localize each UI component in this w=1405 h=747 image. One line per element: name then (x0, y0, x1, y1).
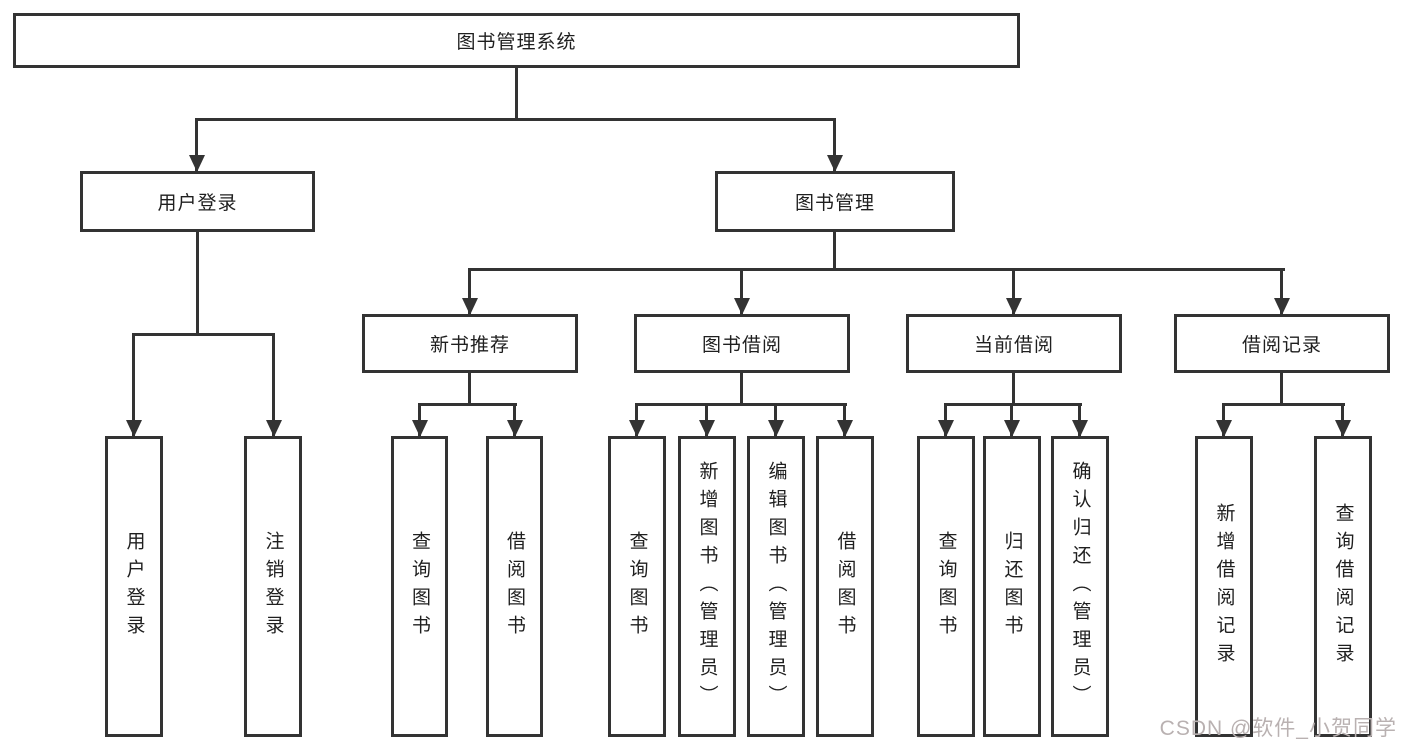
node-confirm-return-admin: 确认归还（管理员） (1051, 436, 1109, 737)
node-borrow-books-recommend: 借阅图书 (486, 436, 543, 737)
node-label: 当前借阅 (973, 335, 1054, 356)
connector-arrow (1071, 403, 1088, 437)
connector-line (636, 403, 847, 406)
arrow-down-icon (125, 420, 142, 437)
node-new-book-recommend: 新书推荐 (362, 314, 578, 373)
node-add-book-admin: 新增图书（管理员） (678, 436, 736, 737)
node-user-login-branch: 用户登录 (80, 171, 315, 232)
connector-line (1280, 373, 1283, 405)
connector-arrow (1215, 403, 1232, 437)
connector-arrow (1273, 268, 1290, 315)
node-label: 注销登录 (262, 530, 284, 643)
connector-arrow (125, 333, 142, 437)
node-user-login: 用户登录 (105, 436, 163, 737)
connector-arrow (836, 403, 853, 437)
arrow-down-icon (506, 420, 523, 437)
node-label: 查询借阅记录 (1332, 502, 1354, 671)
node-query-books-recommend: 查询图书 (391, 436, 448, 737)
connector-line (469, 268, 1285, 271)
arrow-down-icon (698, 420, 715, 437)
arrow-down-icon (188, 155, 205, 172)
arrow-down-icon (1005, 298, 1022, 315)
node-query-books-current: 查询图书 (917, 436, 975, 737)
node-label: 新书推荐 (429, 335, 510, 356)
node-logout: 注销登录 (244, 436, 302, 737)
arrow-down-icon (411, 420, 428, 437)
node-label: 借阅图书 (834, 530, 856, 643)
node-label: 图书管理 (794, 193, 875, 214)
node-label: 新增借阅记录 (1213, 502, 1235, 671)
arrow-down-icon (836, 420, 853, 437)
node-label: 确认归还（管理员） (1069, 460, 1091, 713)
connector-arrow (1005, 268, 1022, 315)
arrow-down-icon (461, 298, 478, 315)
node-label: 编辑图书（管理员） (765, 460, 787, 713)
connector-line (1012, 373, 1015, 405)
node-library-management-system: 图书管理系统 (13, 13, 1020, 68)
connector-arrow (733, 268, 750, 315)
connector-arrow (461, 268, 478, 315)
connector-arrow (506, 403, 523, 437)
node-label: 借阅记录 (1241, 335, 1322, 356)
connector-arrow (698, 403, 715, 437)
connector-arrow (826, 118, 843, 172)
arrow-down-icon (733, 298, 750, 315)
arrow-down-icon (937, 420, 954, 437)
node-label: 用户登录 (123, 530, 145, 643)
arrow-down-icon (1003, 420, 1020, 437)
connector-line (945, 403, 1082, 406)
connector-line (418, 403, 517, 406)
connector-line (833, 232, 836, 270)
node-label: 查询图书 (626, 530, 648, 643)
node-book-borrowing: 图书借阅 (634, 314, 850, 373)
arrow-down-icon (1071, 420, 1088, 437)
connector-line (133, 333, 275, 336)
connector-arrow (1334, 403, 1351, 437)
connector-line (1223, 403, 1345, 406)
connector-line (196, 118, 836, 121)
node-current-borrowing: 当前借阅 (906, 314, 1122, 373)
node-label: 归还图书 (1001, 530, 1023, 643)
connector-line (196, 232, 199, 335)
connector-arrow (188, 118, 205, 172)
connector-arrow (937, 403, 954, 437)
connector-line (468, 373, 471, 405)
node-edit-book-admin: 编辑图书（管理员） (747, 436, 805, 737)
connector-arrow (1003, 403, 1020, 437)
node-label: 图书管理系统 (456, 32, 577, 53)
node-query-books-borrowing: 查询图书 (608, 436, 666, 737)
node-label: 查询图书 (409, 530, 430, 643)
node-borrowing-records: 借阅记录 (1174, 314, 1390, 373)
node-borrow-books: 借阅图书 (816, 436, 874, 737)
node-label: 查询图书 (935, 530, 957, 643)
node-label: 新增图书（管理员） (696, 460, 718, 713)
arrow-down-icon (1334, 420, 1351, 437)
arrow-down-icon (826, 155, 843, 172)
arrow-down-icon (1273, 298, 1290, 315)
arrow-down-icon (1215, 420, 1232, 437)
connector-arrow (628, 403, 645, 437)
connector-arrow (265, 333, 282, 437)
arrow-down-icon (628, 420, 645, 437)
node-book-management-branch: 图书管理 (715, 171, 955, 232)
arrow-down-icon (767, 420, 784, 437)
connector-line (515, 66, 518, 121)
arrow-down-icon (265, 420, 282, 437)
connector-line (740, 373, 743, 405)
connector-arrow (411, 403, 428, 437)
node-label: 图书借阅 (701, 335, 782, 356)
node-return-books: 归还图书 (983, 436, 1041, 737)
connector-arrow (767, 403, 784, 437)
node-query-borrow-record: 查询借阅记录 (1314, 436, 1372, 737)
node-label: 用户登录 (157, 193, 238, 214)
node-add-borrow-record: 新增借阅记录 (1195, 436, 1253, 737)
csdn-watermark: CSDN @软件_小贺同学 (1159, 717, 1397, 740)
node-label: 借阅图书 (504, 530, 525, 643)
